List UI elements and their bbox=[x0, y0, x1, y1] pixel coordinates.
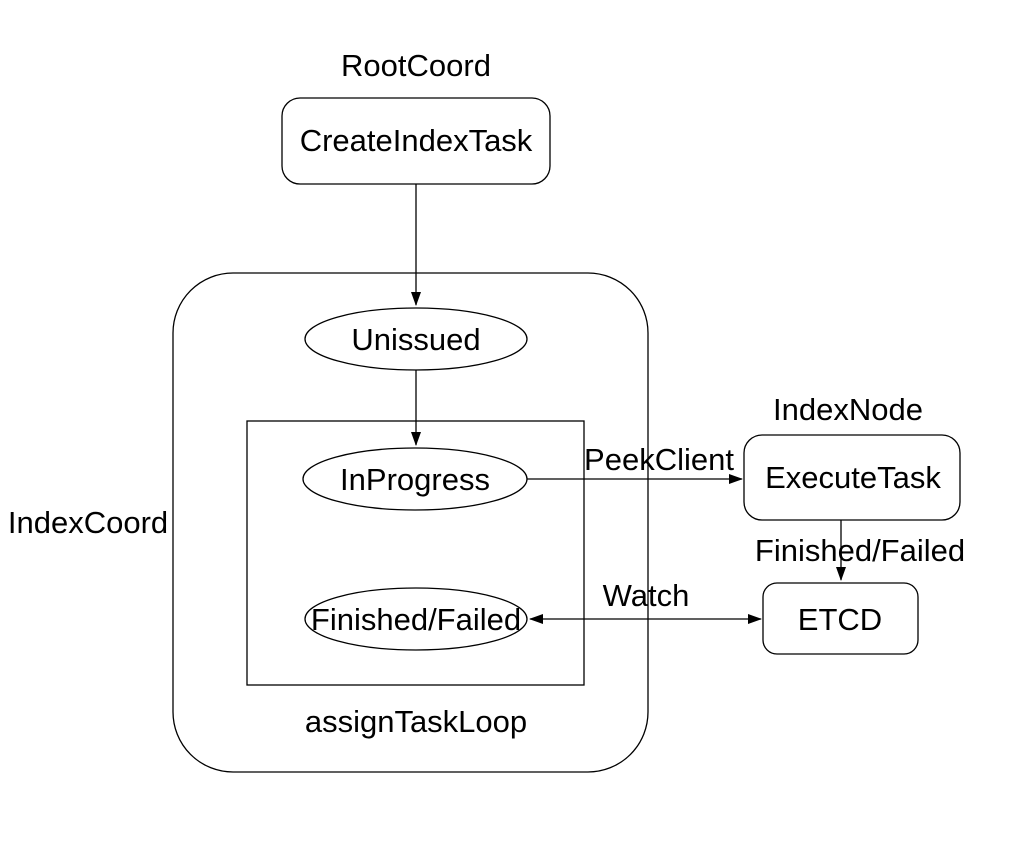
index-coord-label: IndexCoord bbox=[7, 504, 169, 540]
finished-failed-edge-label: Finished/Failed bbox=[754, 532, 966, 568]
create-index-task-label: CreateIndexTask bbox=[299, 122, 533, 158]
root-coord-label: RootCoord bbox=[341, 47, 491, 83]
finished-failed-ellipse bbox=[304, 587, 528, 651]
finished-failed-label: Finished/Failed bbox=[310, 601, 522, 637]
in-progress-label: InProgress bbox=[340, 461, 490, 497]
etcd-box bbox=[762, 582, 919, 655]
execute-task-box bbox=[743, 434, 961, 521]
unissued-label: Unissued bbox=[351, 321, 481, 357]
etcd-label: ETCD bbox=[797, 601, 883, 637]
execute-task-label: ExecuteTask bbox=[765, 459, 941, 495]
index-node-label: IndexNode bbox=[773, 391, 923, 427]
peek-client-edge-label: PeekClient bbox=[584, 441, 734, 477]
assign-task-loop-label: assignTaskLoop bbox=[304, 703, 528, 739]
watch-edge-label: Watch bbox=[602, 577, 690, 613]
index-coord-container bbox=[172, 272, 649, 773]
